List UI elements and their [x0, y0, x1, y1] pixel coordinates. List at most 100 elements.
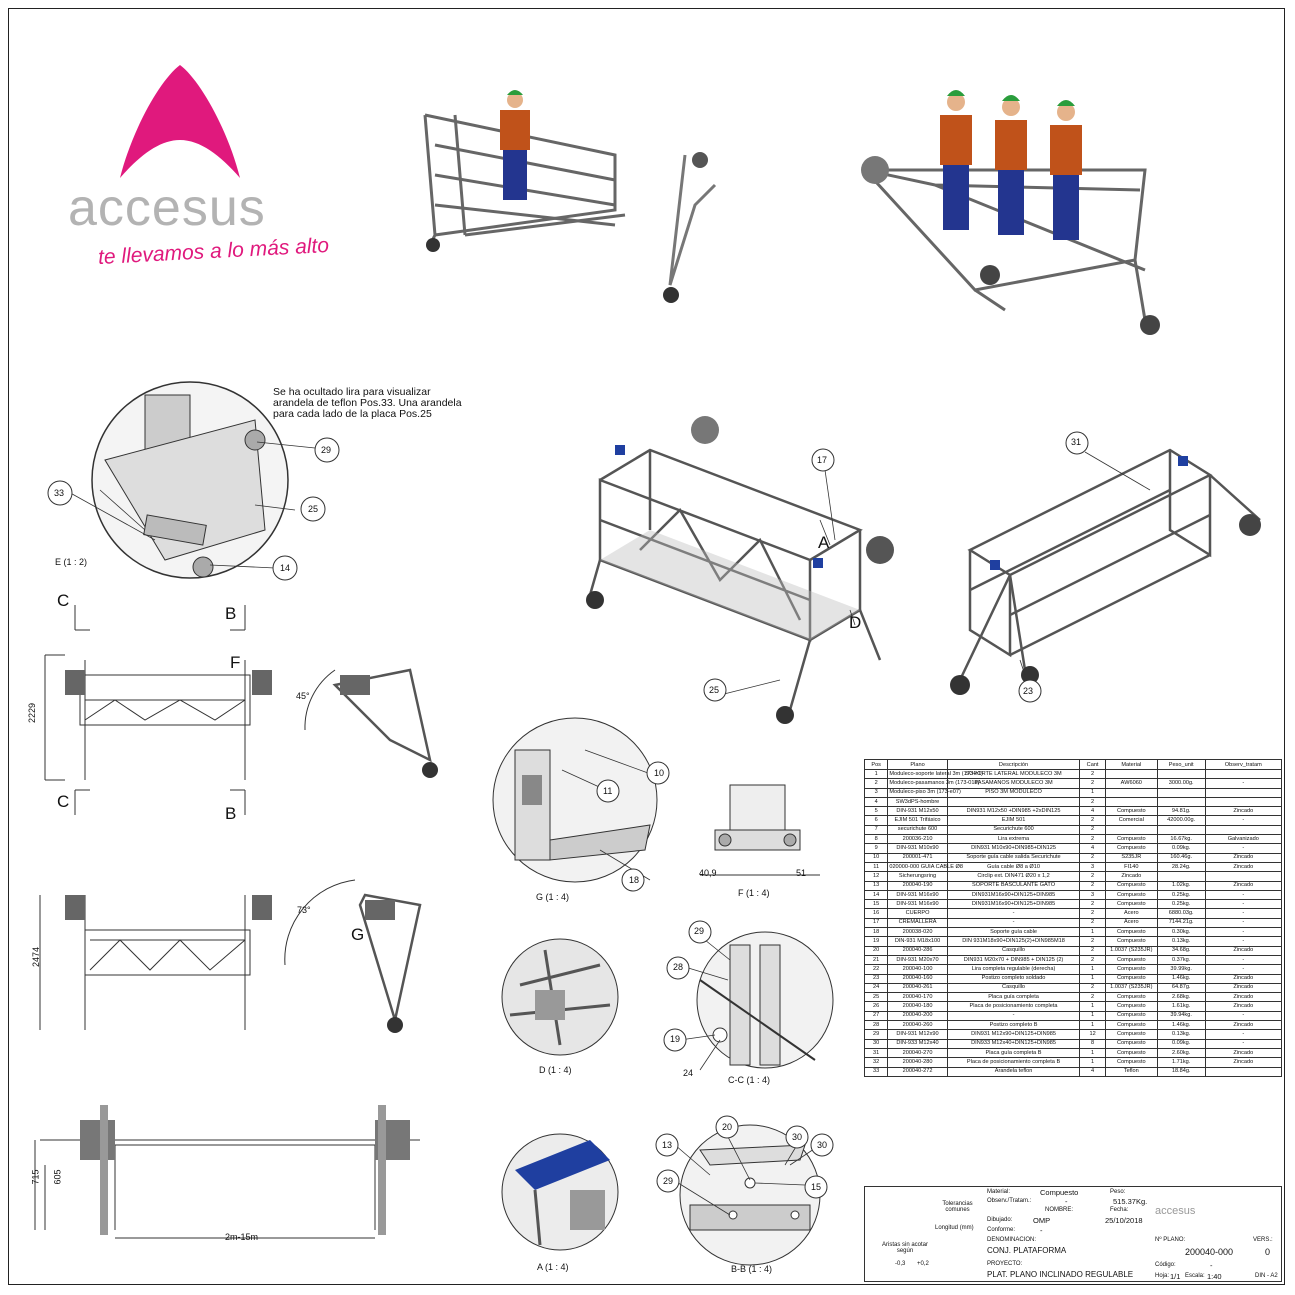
tb-fecha: 25/10/2018 [1105, 1216, 1143, 1225]
bom-cell: 020000-000 GUIA CABLE Ø8 [887, 861, 963, 873]
bom-cell: Circlip ext. DIN471 Ø20 x 1,2 [946, 871, 1081, 882]
bom-cell: Zincado [1204, 973, 1283, 984]
bom-cell: - [1204, 1010, 1283, 1022]
view-label-bb: B-B (1 : 4) [731, 1264, 773, 1274]
bom-cell: 1.61kg. [1156, 1001, 1206, 1012]
bom-cell [1104, 796, 1158, 808]
bom-cell: 9 [863, 843, 889, 854]
dim-height-2474: 2474 [31, 946, 42, 968]
bom-cell: 39.94kg. [1156, 1010, 1206, 1022]
bom-cell: Placa guía completa B [946, 1047, 1081, 1059]
balloon-29-cc: 29 [694, 926, 705, 936]
bom-cell: 18.84g. [1156, 1066, 1206, 1077]
bom-cell: 2 [1079, 917, 1106, 929]
front-view-2 [39, 895, 272, 1030]
bom-cell: Zincado [1204, 992, 1283, 1003]
bom-cell: 1 [863, 768, 889, 780]
bom-cell: CUERPO [887, 908, 948, 919]
bom-cell: Compuesto [1104, 927, 1158, 938]
bom-cell: DIN931M16x90+DIN125+DIN985 [946, 899, 1081, 910]
bom-cell: 8 [863, 834, 889, 845]
bom-cell: 2 [1079, 778, 1106, 789]
bom-cell: 2 [1079, 768, 1106, 780]
bom-cell: securichute 600 [887, 824, 948, 836]
section-mark-g: G [351, 925, 365, 944]
balloon-29: 29 [321, 445, 332, 455]
bom-cell: 2 [863, 778, 889, 789]
bom-cell: Zincado [1204, 945, 1283, 956]
bom-cell: - [1204, 843, 1283, 854]
tb-tol-pos: +0,2 [917, 1261, 929, 1267]
bom-cell: 17 [863, 917, 889, 929]
view-label-f: F (1 : 4) [738, 888, 770, 898]
bom-cell [1104, 768, 1158, 780]
balloon-24: 24 [683, 1068, 694, 1078]
bom-cell: 24 [863, 982, 889, 994]
bom-cell: Compuesto [1104, 1057, 1158, 1068]
tb-material-label: Material: [987, 1189, 1011, 1195]
accesus-logo: accesus te llevamos a lo más alto [60, 60, 340, 290]
bom-cell: DIN-931 M18x100 [887, 936, 948, 947]
bom-cell: DIN-933 M12x40 [887, 1038, 948, 1049]
bom-cell: 2 [1079, 871, 1106, 882]
bom-cell: 200040-190 [887, 880, 948, 891]
bom-cell: 1 [1079, 1001, 1106, 1012]
bom-cell: - [1204, 778, 1283, 789]
view-label-g: G (1 : 4) [536, 892, 570, 902]
bom-cell: 94.81g. [1156, 806, 1206, 817]
bom-cell: - [946, 1010, 1081, 1022]
tb-codigo-label: Código: [1155, 1262, 1176, 1268]
front-view-1 [44, 605, 272, 815]
bom-cell: 200040-280 [887, 1057, 948, 1068]
bom-cell [1204, 768, 1283, 780]
bom-cell: Lira completa regulable (derecha) [946, 964, 1081, 975]
bom-cell: 16 [863, 908, 889, 919]
bom-cell: 3 [1079, 861, 1106, 873]
bom-cell: 1.02kg. [1156, 880, 1206, 891]
detail-e-view [47, 381, 340, 581]
bom-cell: Casquillo [946, 982, 1081, 994]
tb-denom: CONJ. PLATAFORMA [987, 1246, 1067, 1255]
bill-of-materials: Pos Plano Descripción Cant Material Peso… [863, 759, 1283, 1077]
render-platform-iso-front [586, 416, 894, 724]
render-platform-three-workers [861, 90, 1160, 335]
tb-denom-label: DENOMINACION: [987, 1237, 1037, 1243]
bom-cell: Compuesto [1104, 889, 1158, 901]
tb-dibujado: OMP [1033, 1216, 1051, 1225]
bom-cell [1156, 796, 1206, 808]
bom-cell: DIN931M16x90+DIN125+DIN985 [946, 889, 1081, 901]
bom-cell: - [1204, 964, 1283, 975]
bom-cell: 18 [863, 927, 889, 938]
bom-cell: 0.13kg. [1156, 1029, 1206, 1040]
bom-cell: Placa de posicionamiento completa [946, 1001, 1081, 1012]
bom-cell: - [1204, 954, 1283, 966]
tb-plano: 200040-000 [1185, 1247, 1234, 1257]
tb-material: Compuesto [1040, 1188, 1079, 1197]
drawing-sheet [8, 8, 1285, 1285]
bom-cell: Compuesto [1104, 1001, 1158, 1012]
bom-cell: - [1204, 936, 1283, 947]
bom-header-row: Pos Plano Descripción Cant Material Peso… [863, 759, 1283, 770]
bom-cell: 200040-260 [887, 1019, 948, 1031]
bom-cell: Comercial [1104, 815, 1158, 826]
bom-cell: 3 [1079, 889, 1106, 901]
bom-cell: 200040-160 [887, 973, 948, 984]
detail-bb-view [655, 1115, 834, 1266]
bom-cell: 39.99kg. [1156, 964, 1206, 975]
bom-cell [1104, 824, 1158, 836]
bom-cell: 0.09kg. [1156, 843, 1206, 854]
bom-cell: 32 [863, 1057, 889, 1068]
dim-715: 715 [30, 1169, 41, 1185]
bom-cell: Compuesto [1104, 834, 1158, 845]
bom-cell: 6 [863, 815, 889, 826]
